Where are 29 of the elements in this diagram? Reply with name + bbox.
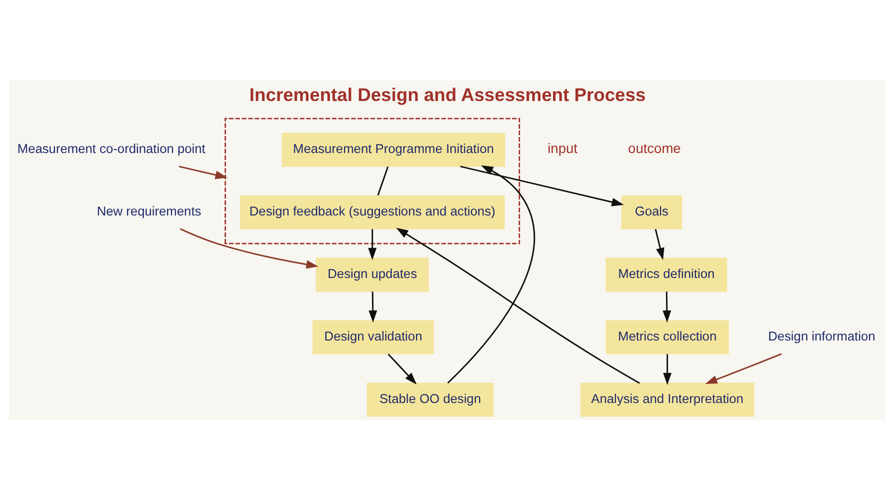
node-text: Measurement co-ordination point bbox=[17, 140, 206, 156]
label: outcome bbox=[628, 140, 681, 156]
node-box: Metrics definition bbox=[606, 257, 728, 292]
cluster bbox=[224, 117, 520, 244]
node-box: Design validation bbox=[312, 320, 434, 354]
arrow bbox=[460, 165, 624, 206]
node-box: Metrics collection bbox=[606, 320, 729, 354]
node-box: Design updates bbox=[316, 257, 429, 292]
arrow bbox=[654, 228, 664, 260]
node-text: New requirements bbox=[96, 203, 202, 218]
connector bbox=[377, 166, 389, 196]
arrow bbox=[178, 165, 228, 179]
arrow bbox=[180, 228, 318, 268]
node-box: Measurement Programme Initiation bbox=[282, 132, 506, 166]
arrow bbox=[368, 228, 377, 260]
arrow bbox=[388, 353, 417, 384]
node-box: Goals bbox=[621, 194, 682, 229]
arrow bbox=[396, 227, 640, 384]
arrow bbox=[368, 291, 378, 322]
node-box: Design feedback (suggestions and actions) bbox=[240, 194, 505, 229]
arrow bbox=[705, 352, 782, 384]
arrow bbox=[447, 164, 535, 384]
arrow bbox=[663, 354, 672, 385]
node-text: Design information bbox=[768, 328, 876, 344]
label: input bbox=[548, 140, 578, 156]
node-box: Stable OO design bbox=[366, 382, 494, 416]
arrow bbox=[662, 291, 672, 322]
diagram-title: Incremental Design and Assessment Process bbox=[249, 84, 646, 105]
node-box: Analysis and Interpretation bbox=[580, 382, 754, 416]
